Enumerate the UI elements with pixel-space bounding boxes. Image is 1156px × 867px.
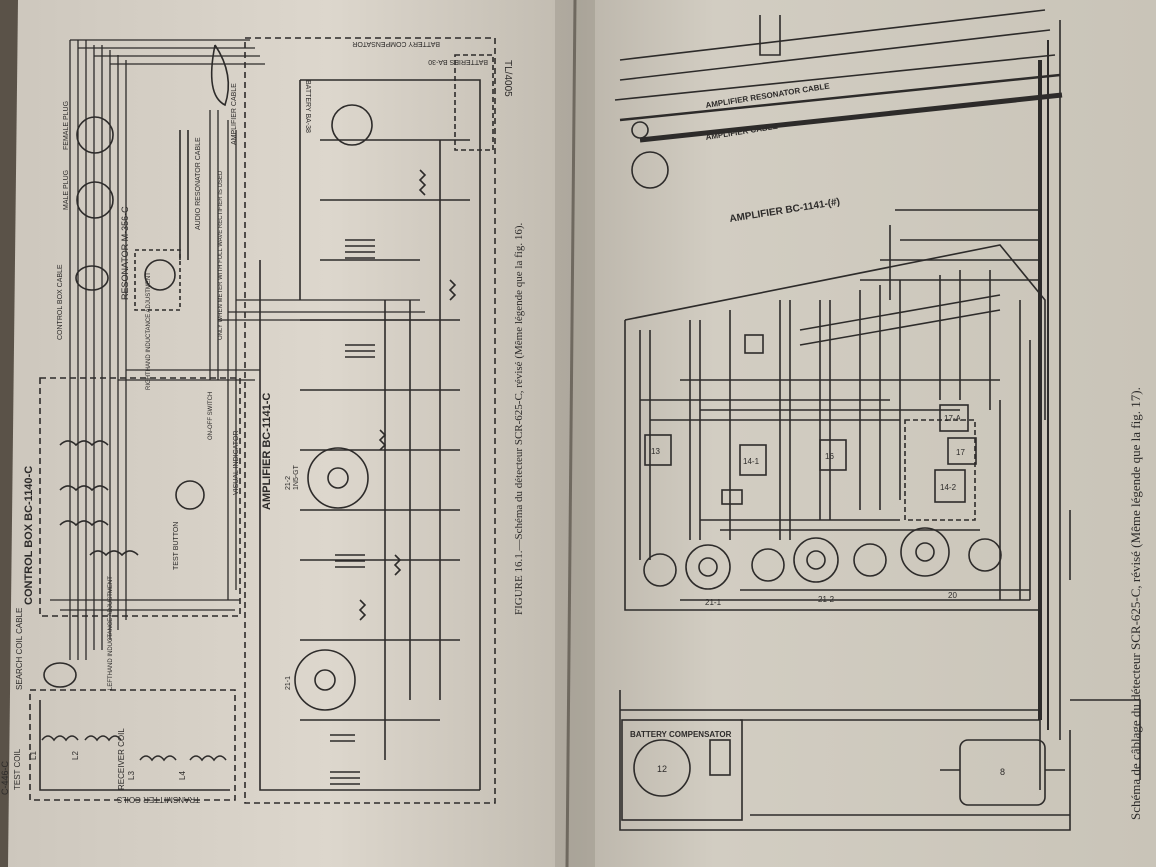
ref-21-2: 21-2 [818,595,835,604]
label-c446: C-446-C [0,760,10,795]
label-batteries: BATTERIES BA-30 [428,58,488,65]
ref-12: 12 [657,764,667,774]
right-page [567,0,1156,867]
label-test-button: TEST BUTTON [173,522,180,570]
ref-20: 20 [948,591,957,600]
label-resonator: RESONATOR M-356-C [120,206,130,300]
label-test-coil: TEST COIL [13,748,22,790]
left-page-ref: TL/4005 [502,60,513,97]
label-coil-l1: L1 [29,751,38,760]
ref-16: 16 [825,452,834,461]
label-transmitter-coils: TRANSMITTER COILS [117,795,200,804]
left-caption: FIGURE 16.1.—Schéma du détecteur SCR-625… [513,223,525,615]
label-lefthand-adjustment: LEFTHAND INDUCTANCE ADJUSTMENT [108,576,114,690]
label-battery: BATTERY BA-38 [304,80,311,133]
label-female-plug: FEMALE PLUG [63,101,70,150]
label-amplifier-cable: AMPLIFIER CABLE [231,83,238,145]
ref-14-2: 14-2 [940,483,957,492]
label-coil-l4: L4 [178,771,187,780]
label-tube-a: 1N5-GT [293,464,300,490]
label-receiver-coil: RECEIVER COIL [117,728,126,790]
label-coil-l2: L2 [71,751,80,760]
left-page [8,0,590,867]
label-battery-compensator: BATTERY COMPENSATOR [352,40,440,47]
label-visual-indicator: VISUAL INDICATOR [233,431,240,495]
label-tube-c: 21-2 [285,476,292,490]
ref-14-1: 14-1 [743,457,760,466]
label-amplifier: AMPLIFIER BC-1141-C [261,393,273,510]
label-meter-note: ONLY WHEN METER WITH FULL WAVE RECTIFIER… [218,170,224,340]
label-coil-l3: L3 [127,771,136,780]
label-search-coil-cable: SEARCH COIL CABLE [15,608,24,690]
label-male-plug: MALE PLUG [63,170,70,210]
ref-8: 8 [1000,767,1005,777]
label-righthand-adjustment: RIGHTHAND INDUCTANCE ADJUSTMENT [146,272,152,390]
ref-17: 17 [956,448,965,457]
right-caption: Schéma de câblage du détecteur SCR-625-C… [1128,387,1143,820]
ref-13: 13 [651,447,660,456]
label-tube-b: 21-1 [285,676,292,690]
label-on-off-switch: ON-OFF SWITCH [208,392,214,440]
ref-17-a: 17-A [944,414,962,423]
label-control-box: CONTROL BOX BC-1140-C [23,466,35,605]
right-battery-compensator: BATTERY COMPENSATOR [630,730,732,739]
ref-21-1: 21-1 [705,598,722,607]
label-control-box-cable: CONTROL BOX CABLE [57,264,64,340]
label-audio-resonator-cable: AUDIO RESONATOR CABLE [195,137,202,230]
